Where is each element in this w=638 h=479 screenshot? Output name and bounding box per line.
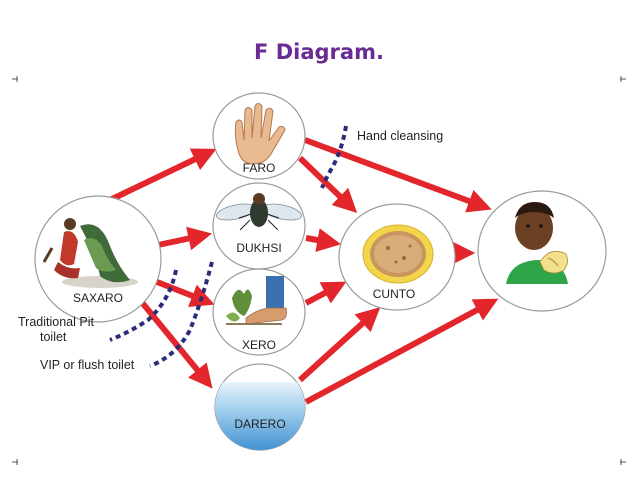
arrow-saxaro-dukhsi [157,226,213,251]
node-child [477,190,607,312]
hand-cleansing-label: Hand cleansing [357,129,443,143]
node-saxaro: SAXARO [34,195,162,323]
node-label-cunto: CUNTO [373,287,415,301]
node-label-dukhsi: DUKHSI [236,241,281,255]
arrow-faro-child [303,137,492,213]
person-squatting-icon [42,218,138,288]
foot-plant-icon [226,276,287,325]
vip-flush-label: VIP or flush toilet [40,358,135,372]
traditional-pit-label-line2: toilet [40,330,67,344]
food-plate-icon [362,224,434,284]
node-cunto: CUNTO [338,203,456,311]
barrier-traditional-pit [109,269,178,342]
child-eating-icon [506,202,568,284]
node-faro: FARO [212,92,306,180]
barrier-vip-flush [149,261,214,368]
arrow-darero-child [304,298,499,405]
node-label-xero: XERO [242,338,276,352]
traditional-pit-label-line1: Traditional Pit [18,315,94,329]
hand-icon [234,103,286,165]
node-xero: XERO [212,268,306,356]
transmission-arrows [108,137,499,405]
crop-marks [12,76,626,465]
node-label-faro: FARO [243,161,276,175]
node-dukhsi: DUKHSI [212,182,306,270]
arrow-xero-cunto [304,281,347,306]
fly-icon [215,193,303,231]
arrow-saxaro-xero [150,277,215,308]
node-label-saxaro: SAXARO [73,291,123,305]
arrow-faro-cunto [297,155,358,213]
arrow-saxaro-faro [108,148,217,203]
arrow-dukhsi-cunto [305,228,342,252]
barrier-lines [109,125,348,368]
barrier-hand-cleansing [320,125,348,189]
arrow-darero-cunto [297,307,381,383]
water-icon [215,382,305,450]
diagram-title: F Diagram. [254,40,384,64]
node-label-darero: DARERO [234,417,285,431]
barrier-labels: Hand cleansing Traditional Pit toilet VI… [18,129,443,372]
arrow-saxaro-darero [137,298,213,389]
node-darero: DARERO [214,363,306,451]
